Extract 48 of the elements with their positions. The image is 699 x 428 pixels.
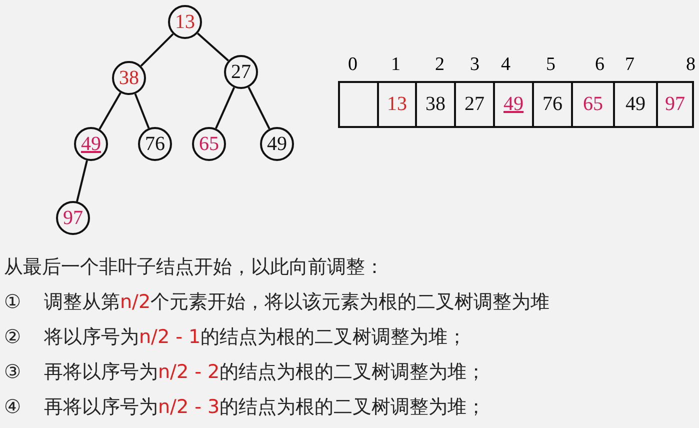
array-cell: 97	[656, 81, 694, 128]
tree-node-circle	[112, 61, 146, 95]
tree-edge	[197, 32, 229, 62]
node-value: 65	[199, 134, 219, 154]
tree-edge	[248, 86, 270, 130]
node-value: 49	[81, 134, 101, 154]
tree-edge	[140, 33, 174, 67]
step-text: 将以序号为n/2 - 1的结点为根的二叉树调整为堆；	[44, 327, 467, 348]
step-number: ③	[4, 362, 22, 383]
array-cell: 49	[493, 81, 534, 128]
tree-node-circle	[74, 127, 108, 161]
step-text: 调整从第n/2个元素开始，将以该元素为根的二叉树调整为堆	[44, 292, 550, 313]
node-value: 38	[119, 68, 139, 88]
array-cell: 76	[532, 81, 573, 128]
node-value: 76	[145, 134, 165, 154]
step-text: 再将以序号为n/2 - 3的结点为根的二叉树调整为堆；	[44, 397, 486, 418]
array-cell: 49	[613, 81, 658, 128]
array-index: 8	[686, 55, 696, 74]
node-value: 49	[267, 134, 287, 154]
tree-node-circle	[192, 127, 226, 161]
array-index: 1	[391, 55, 400, 74]
array-index: 6	[595, 55, 604, 74]
array-index: 5	[546, 55, 556, 74]
array-index: 4	[501, 55, 510, 74]
tree-edge	[98, 92, 122, 130]
array-cell: 27	[454, 81, 495, 128]
step-number: ④	[4, 397, 22, 418]
array-cell: 38	[415, 81, 456, 128]
node-value: 97	[63, 208, 83, 228]
node-value: 27	[231, 62, 251, 82]
tree-edge	[76, 160, 88, 202]
array-cell: 13	[377, 81, 417, 128]
tree-edge	[134, 93, 150, 129]
tree-node-circle	[56, 201, 90, 235]
step-number: ①	[4, 292, 22, 313]
array-cell: 65	[571, 81, 615, 128]
array-index: 3	[470, 55, 480, 74]
step-text: 再将以序号为n/2 - 2的结点为根的二叉树调整为堆；	[44, 362, 486, 383]
node-value: 13	[175, 12, 195, 32]
tree-node-circle	[138, 127, 172, 161]
step-number: ②	[4, 327, 22, 348]
heading-text: 从最后一个非叶子结点开始，以此向前调整：	[4, 257, 384, 278]
tree-node-circle	[168, 5, 202, 39]
array-index: 2	[435, 55, 444, 74]
tree-node-circle	[224, 55, 258, 89]
array-index: 0	[348, 55, 358, 74]
tree-node-circle	[260, 127, 294, 161]
array-index: 7	[625, 55, 634, 74]
